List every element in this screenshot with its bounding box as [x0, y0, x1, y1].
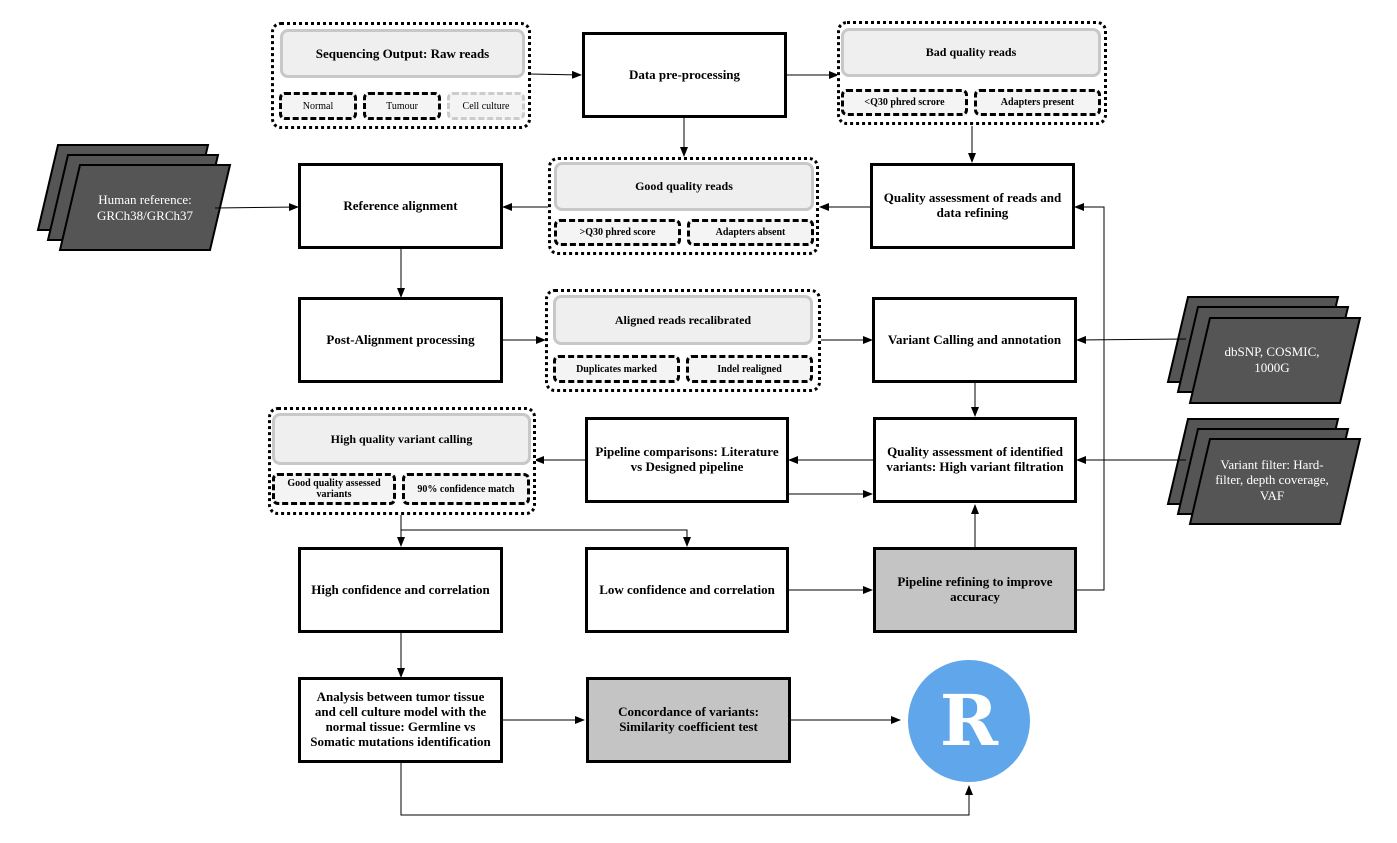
indel-realigned-item: Indel realigned — [686, 355, 813, 383]
variant-filter-stack — [1166, 418, 1362, 525]
r-logo-letter: R — [939, 679, 999, 762]
low-phred-item: <Q30 phred scrore — [841, 89, 968, 116]
reference-alignment-box: Reference alignment — [298, 163, 503, 249]
germline-somatic-analysis-box: Analysis between tumor tissue and cell c… — [298, 677, 503, 763]
hq-variant-header: High quality variant calling — [272, 413, 531, 465]
tumour-sample: Tumour — [363, 92, 441, 120]
human-reference-label: Human reference: GRCh38/GRCh37 — [96, 192, 194, 223]
bad-quality-header: Bad quality reads — [841, 28, 1101, 77]
low-confidence-box: Low confidence and correlation — [585, 547, 789, 633]
cell-culture-sample: Cell culture — [447, 92, 525, 120]
pipeline-refining-box: Pipeline refining to improve accuracy — [873, 547, 1077, 633]
post-alignment-box: Post-Alignment processing — [298, 297, 503, 383]
high-confidence-box: High confidence and correlation — [298, 547, 503, 633]
connectors — [214, 70, 1187, 816]
r-language-icon: R — [908, 660, 1030, 782]
quality-assessment-reads-box: Quality assessment of reads and data ref… — [870, 163, 1075, 249]
raw-reads-header: Sequencing Output: Raw reads — [280, 29, 525, 78]
normal-sample: Normal — [279, 92, 357, 120]
aligned-reads-header: Aligned reads recalibrated — [553, 295, 813, 345]
pipeline-comparisons-box: Pipeline comparisons: Literature vs Desi… — [585, 417, 789, 503]
adapters-present-item: Adapters present — [974, 89, 1101, 116]
adapters-absent-item: Adapters absent — [687, 219, 814, 246]
high-phred-item: >Q30 phred score — [554, 219, 681, 246]
variant-calling-box: Variant Calling and annotation — [872, 297, 1077, 383]
concordance-box: Concordance of variants: Similarity coef… — [586, 677, 791, 763]
human-reference-stack — [36, 144, 232, 251]
good-assessed-variants-item: Good quality assessed variants — [272, 473, 396, 505]
dbsnp-cosmic-stack — [1166, 296, 1362, 404]
good-quality-header: Good quality reads — [554, 162, 814, 211]
quality-assessment-variants-box: Quality assessment of identified variant… — [873, 417, 1077, 503]
data-preprocessing-box: Data pre-processing — [582, 32, 787, 118]
duplicates-marked-item: Duplicates marked — [553, 355, 680, 383]
confidence-match-item: 90% confidence match — [402, 473, 530, 505]
dbsnp-cosmic-label: dbSNP, COSMIC, 1000G — [1224, 344, 1320, 375]
variant-filter-label: Variant filter: Hard-filter, depth cover… — [1215, 456, 1329, 503]
